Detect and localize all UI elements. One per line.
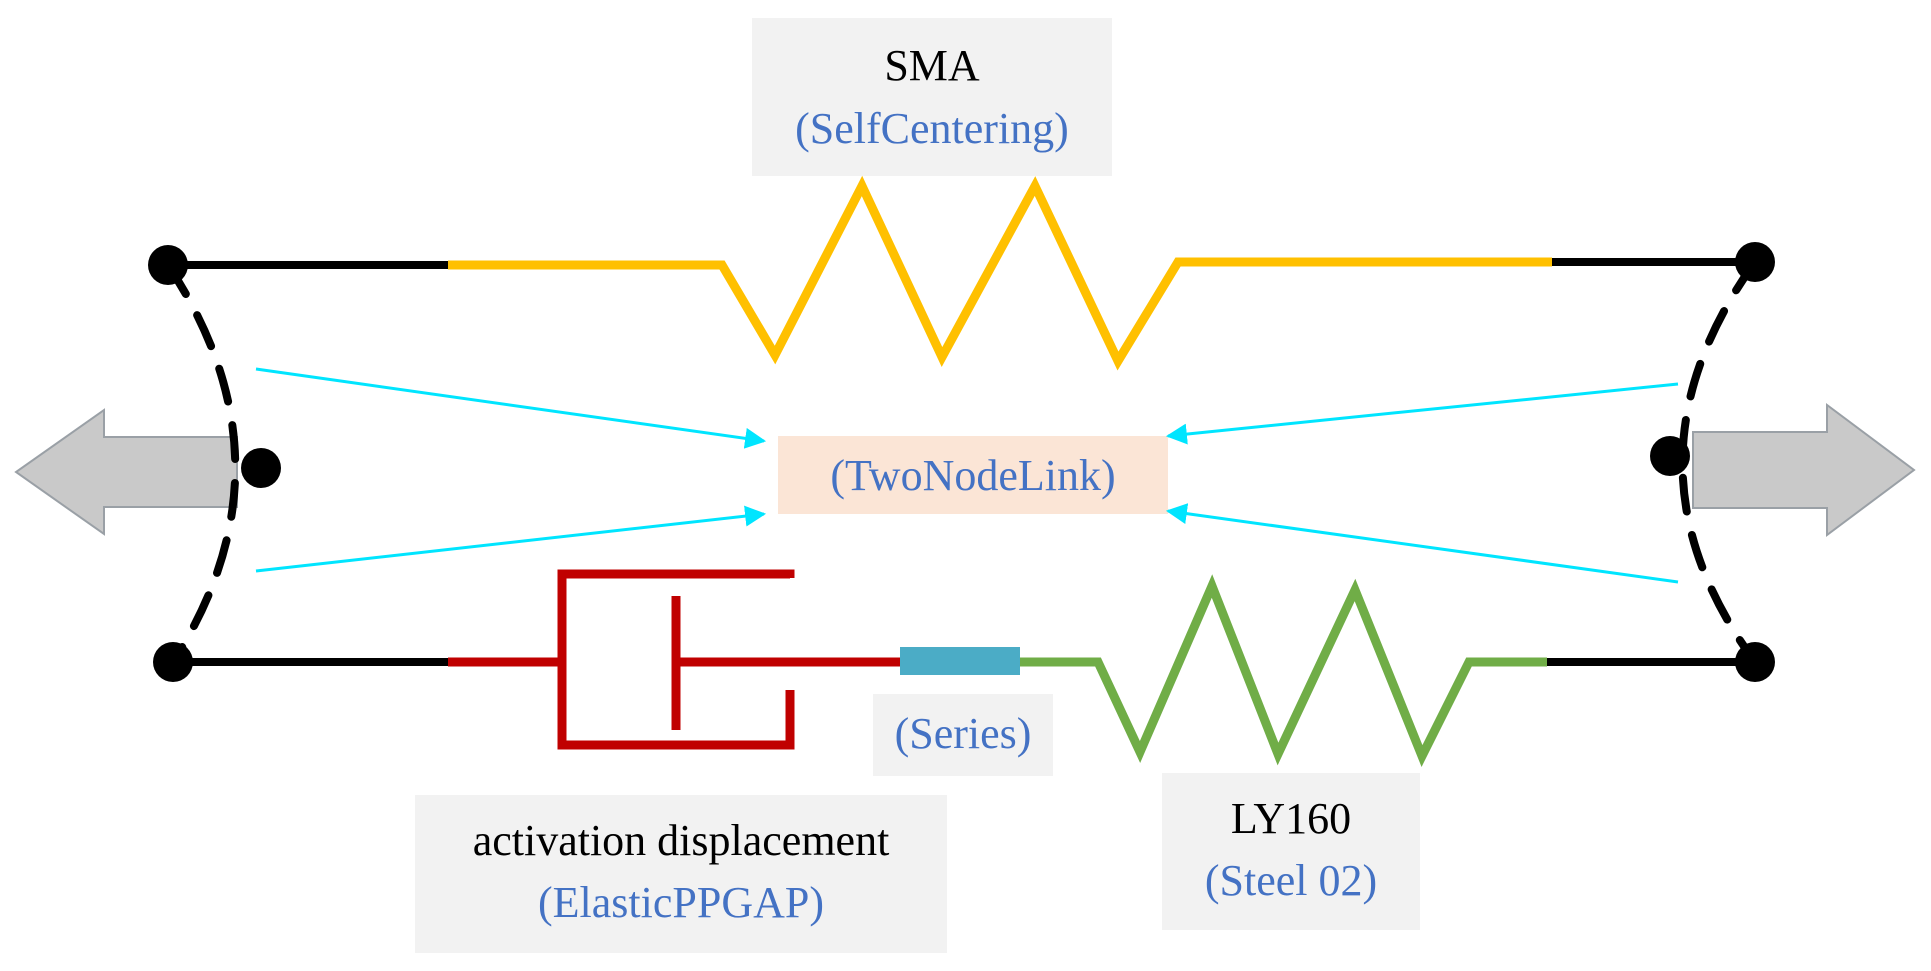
left-force-arrow	[14, 408, 238, 536]
link-label-box	[778, 436, 1168, 514]
gap-title: activation displacement	[473, 816, 890, 865]
pointer-lower-right	[1165, 503, 1679, 584]
gap-model-label: (ElasticPPGAP)	[538, 878, 824, 927]
gap-element	[448, 569, 900, 750]
sma-label-box	[752, 18, 1112, 176]
steel-label-box	[1162, 773, 1420, 930]
node-mid-left	[241, 448, 281, 488]
pointer-lower-left	[255, 505, 767, 573]
steel-spring	[1020, 574, 1547, 767]
left-dashed-boundary	[164, 261, 240, 666]
series-bar	[900, 647, 1020, 675]
sma-title: SMA	[884, 41, 980, 90]
pointer-upper-right	[1165, 382, 1679, 445]
pointer-lines	[255, 367, 1679, 584]
right-dashed-boundary	[1678, 258, 1759, 666]
steel-title: LY160	[1231, 794, 1351, 843]
node-bottom-right	[1735, 642, 1775, 682]
series-label-box	[873, 694, 1053, 776]
node-top-left	[148, 245, 188, 285]
right-force-arrow	[1692, 403, 1916, 537]
node-mid-right	[1650, 436, 1690, 476]
link-model-label: (TwoNodeLink)	[830, 451, 1115, 500]
series-model-label: (Series)	[895, 709, 1032, 758]
sma-spring	[448, 175, 1552, 371]
sma-model-label: (SelfCentering)	[795, 104, 1069, 153]
node-bottom-left	[153, 642, 193, 682]
node-top-right	[1735, 242, 1775, 282]
pointer-upper-left	[255, 367, 767, 449]
gap-label-box	[415, 795, 947, 953]
steel-model-label: (Steel 02)	[1205, 856, 1377, 905]
